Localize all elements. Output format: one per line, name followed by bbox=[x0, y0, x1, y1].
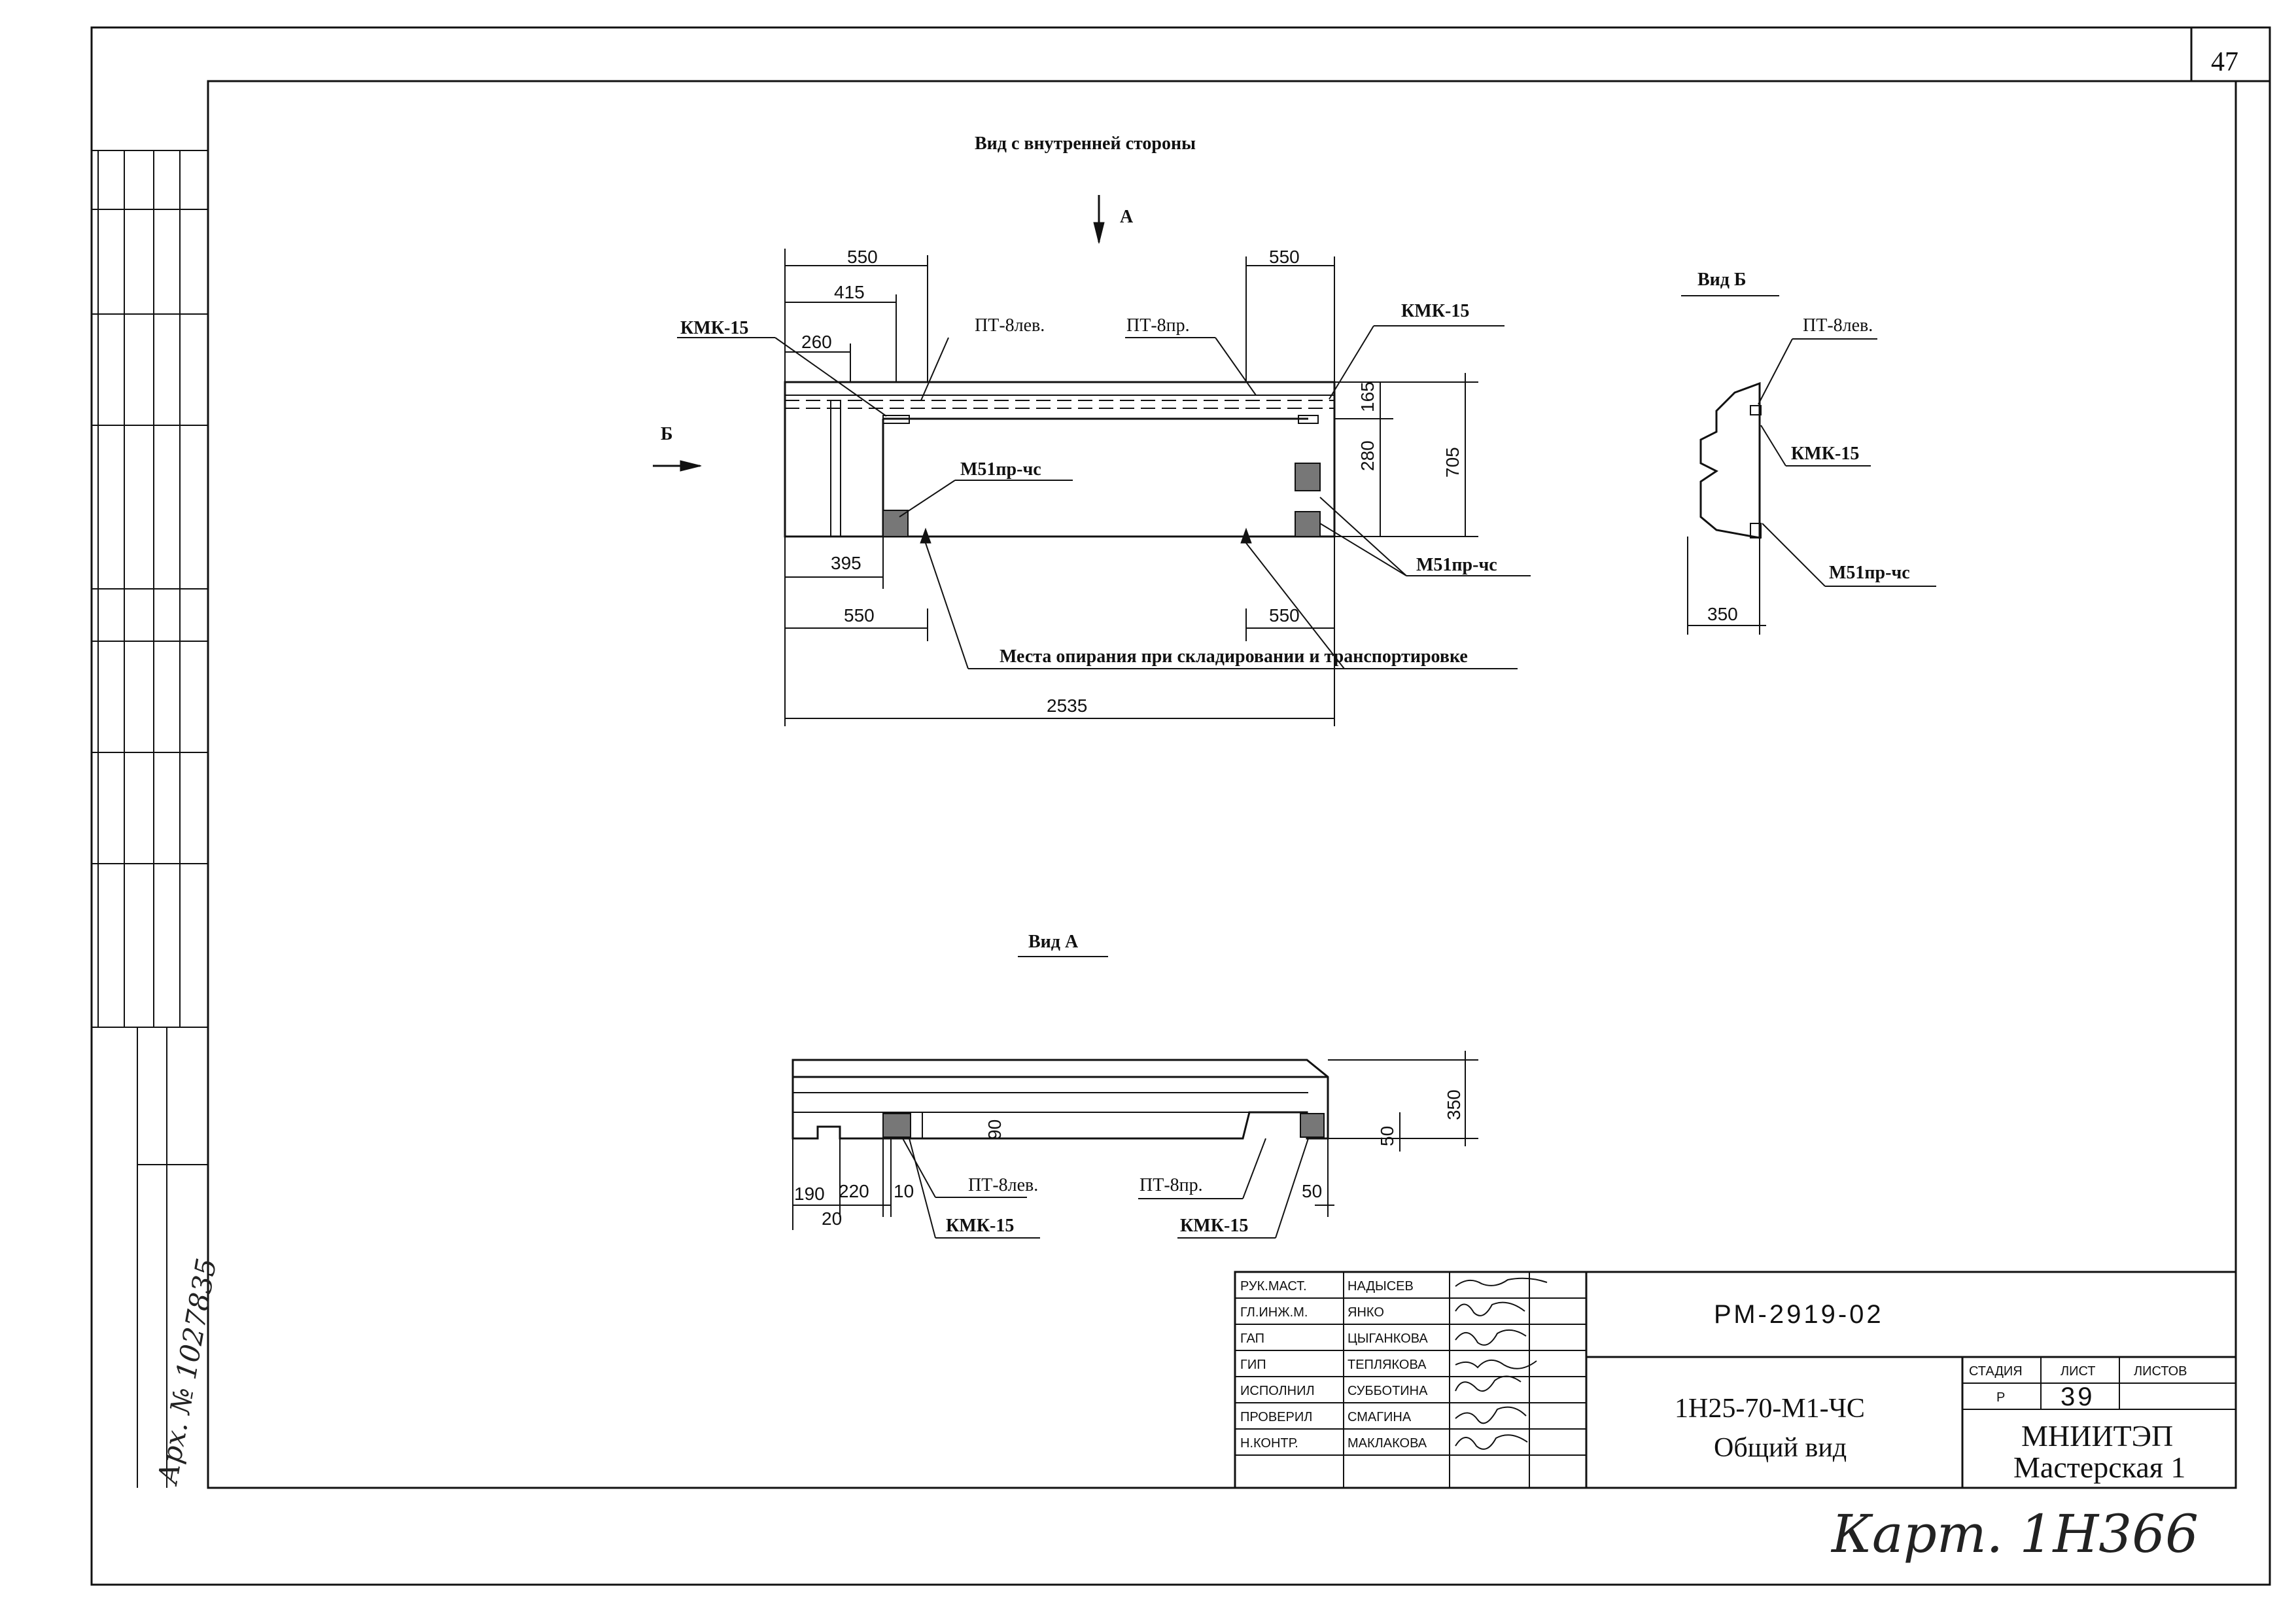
tb-sheet-name: Общий вид bbox=[1714, 1433, 1847, 1463]
panel-plan-a bbox=[791, 1059, 1329, 1140]
label-a-pt8pr: ПТ-8пр. bbox=[1139, 1175, 1203, 1195]
dim-550-right: 550 bbox=[1269, 247, 1300, 267]
label-m51-right: М51пр-чс bbox=[1416, 555, 1497, 575]
label-pt8lev: ПТ-8лев. bbox=[975, 315, 1045, 336]
tb-header-stage: СТАДИЯ bbox=[1969, 1364, 2023, 1379]
dim-va-350: 350 bbox=[1444, 1089, 1464, 1120]
arrow-a-icon bbox=[1093, 195, 1105, 244]
dim-va-190: 190 bbox=[794, 1184, 825, 1204]
label-m51-left: М51пр-чс bbox=[960, 459, 1041, 480]
tb-name-5: СМАГИНА bbox=[1348, 1410, 1412, 1424]
dim-415: 415 bbox=[834, 282, 865, 302]
tb-role-3: ГИП bbox=[1240, 1358, 1266, 1372]
dim-165: 165 bbox=[1357, 381, 1378, 412]
leader-lines-inner bbox=[677, 325, 1531, 669]
dim-va-220: 220 bbox=[839, 1181, 869, 1201]
dim-395: 395 bbox=[831, 553, 861, 573]
outer-frame bbox=[90, 26, 2271, 1586]
tb-name-6: МАКЛАКОВА bbox=[1348, 1436, 1427, 1451]
label-a-kmk15-right: КМК-15 bbox=[1180, 1216, 1248, 1236]
dim-550-left: 550 bbox=[847, 247, 878, 267]
tb-header-sheet: ЛИСТ bbox=[2061, 1364, 2096, 1379]
tb-role-5: ПРОВЕРИЛ bbox=[1240, 1410, 1312, 1424]
tb-role-0: РУК.МАСТ. bbox=[1240, 1279, 1307, 1294]
support-arrow-left-icon bbox=[920, 527, 931, 544]
tb-header-sheets: ЛИСТОВ bbox=[2134, 1364, 2187, 1379]
leader-lines-b bbox=[1687, 338, 1936, 635]
label-b-pt8lev: ПТ-8лев. bbox=[1803, 315, 1873, 336]
arrow-a-label: А bbox=[1120, 207, 1134, 227]
view-b-title: Вид Б bbox=[1697, 270, 1746, 290]
panel-section-b bbox=[1699, 381, 1762, 539]
tb-name-3: ТЕПЛЯКОВА bbox=[1348, 1358, 1427, 1372]
label-pt8pr: ПТ-8пр. bbox=[1126, 315, 1190, 336]
view-inner-title: Вид с внутренней стороны bbox=[975, 133, 1196, 154]
label-b-kmk15: КМК-15 bbox=[1791, 444, 1859, 464]
tb-stage: Р bbox=[1996, 1390, 2005, 1405]
tb-name-0: НАДЫСЕВ bbox=[1348, 1279, 1414, 1294]
dim-va-90: 90 bbox=[984, 1119, 1005, 1140]
label-b-m51: М51пр-чс bbox=[1829, 563, 1910, 583]
dim-vb-350: 350 bbox=[1707, 604, 1738, 624]
page-number-box bbox=[2190, 26, 2271, 82]
left-margin-stamp bbox=[92, 150, 208, 1488]
tb-name-1: ЯНКО bbox=[1348, 1305, 1384, 1320]
panel-elevation bbox=[784, 381, 1336, 538]
dim-2535: 2535 bbox=[1047, 696, 1087, 716]
label-a-pt8lev: ПТ-8лев. bbox=[968, 1175, 1038, 1195]
margin-handwriting: Арх. № 1027835 bbox=[151, 1256, 222, 1488]
tb-role-1: ГЛ.ИНЖ.М. bbox=[1240, 1305, 1308, 1320]
tb-workshop: Мастерская 1 bbox=[2013, 1451, 2185, 1484]
tb-name-2: ЦЫГАНКОВА bbox=[1348, 1331, 1428, 1346]
signatures bbox=[1455, 1277, 1548, 1450]
handwritten-card-note: Карт. 1Н366 bbox=[1830, 1504, 2199, 1564]
tb-product: 1Н25-70-М1-ЧС bbox=[1675, 1394, 1865, 1424]
arrow-b-icon bbox=[653, 460, 702, 472]
dim-705: 705 bbox=[1442, 447, 1463, 478]
dim-550-bottom-right: 550 bbox=[1269, 605, 1300, 625]
support-note: Места опирания при складировании и транс… bbox=[1000, 646, 1468, 667]
tb-org: МНИИТЭП bbox=[2021, 1419, 2173, 1453]
dim-va-10: 10 bbox=[894, 1181, 914, 1201]
tb-sheet-no: 39 bbox=[2061, 1382, 2095, 1411]
label-kmk15-right: КМК-15 bbox=[1401, 301, 1469, 321]
dim-va-50-right: 50 bbox=[1377, 1126, 1397, 1146]
dim-280: 280 bbox=[1357, 440, 1378, 471]
dim-va-50-bottom: 50 bbox=[1302, 1181, 1322, 1201]
page-number: 47 bbox=[2211, 47, 2238, 77]
label-kmk15-left: КМК-15 bbox=[680, 318, 748, 338]
title-block-grid bbox=[1234, 1271, 2237, 1489]
leader-lines-a bbox=[902, 1138, 1309, 1239]
tb-role-6: Н.КОНТР. bbox=[1240, 1436, 1298, 1451]
tb-name-4: СУББОТИНА bbox=[1348, 1384, 1428, 1398]
support-arrow-right-icon bbox=[1240, 527, 1252, 544]
arrow-b-label: Б bbox=[661, 424, 673, 444]
label-a-kmk15-left: КМК-15 bbox=[946, 1216, 1014, 1236]
tb-doc-code: РМ-2919-02 bbox=[1714, 1300, 1884, 1329]
dim-550-bottom-left: 550 bbox=[844, 605, 875, 625]
dimension-lines-a bbox=[792, 1051, 1478, 1230]
tb-role-2: ГАП bbox=[1240, 1331, 1264, 1346]
dim-va-20: 20 bbox=[822, 1208, 842, 1229]
dim-260: 260 bbox=[801, 332, 832, 352]
tb-role-4: ИСПОЛНИЛ bbox=[1240, 1384, 1315, 1398]
view-a-title: Вид А bbox=[1028, 932, 1079, 952]
inner-frame bbox=[207, 80, 2237, 1489]
